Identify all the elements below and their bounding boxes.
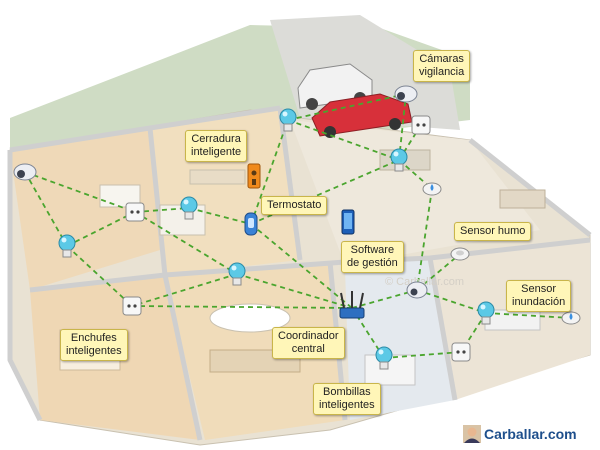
smart-bulb-icon [180, 196, 198, 220]
label-software: Software de gestión [341, 241, 404, 273]
network-link [188, 207, 252, 225]
smart-bulb-icon [390, 148, 408, 172]
network-link [250, 223, 353, 309]
smart-plug-icon [122, 296, 142, 316]
floor-left-wing [10, 128, 160, 290]
smart-bulb-icon [58, 234, 76, 258]
smart-plug-icon [451, 342, 471, 362]
flood-sensor-icon [561, 311, 581, 325]
label-flood-sensor: Sensor inundación [506, 280, 572, 312]
network-link [131, 273, 238, 307]
router-icon [339, 291, 365, 319]
network-link [287, 93, 407, 121]
network-link [287, 119, 400, 161]
network-link [383, 351, 462, 359]
brand-logo: Carballar.com [463, 424, 577, 444]
label-smart-bulbs: Bombillas inteligentes [313, 383, 381, 415]
label-smart-plugs: Enchufes inteligentes [60, 329, 128, 361]
smart-bulb-icon [228, 262, 246, 286]
network-link [66, 245, 133, 307]
camera-icon [406, 281, 428, 299]
thermostat-icon [244, 212, 258, 236]
flood-sensor-icon [422, 182, 442, 196]
smoke-sensor-icon [450, 247, 470, 261]
smart-plug-icon [411, 115, 431, 135]
car-red [311, 93, 413, 138]
smart-bulb-icon [279, 108, 297, 132]
network-link [250, 119, 289, 225]
label-smart-lock: Cerradura inteligente [185, 130, 248, 162]
smart-bulb-icon [375, 346, 393, 370]
smart-bulb-icon [477, 301, 495, 325]
tablet-icon [341, 209, 355, 235]
camera-icon [13, 163, 37, 181]
label-coordinator: Coordinador central [272, 327, 345, 359]
network-link [398, 124, 422, 161]
label-cameras: Cámaras vigilancia [413, 50, 471, 82]
label-thermostat: Termostato [261, 196, 328, 215]
brand-name: Carballar.com [484, 426, 577, 442]
bulb-group [58, 108, 495, 370]
camera-icon [394, 85, 418, 103]
watermark: © Carballar.com [385, 276, 464, 288]
network-link [24, 171, 136, 213]
network-link [416, 289, 487, 314]
smart-plug-icon [125, 202, 145, 222]
smart-lock-icon [247, 163, 261, 189]
network-link [351, 289, 418, 309]
network-link [66, 211, 136, 247]
network-link [416, 188, 433, 291]
network-link [236, 273, 353, 309]
network-link [134, 211, 238, 275]
network-link [131, 305, 353, 309]
avatar-icon [463, 425, 481, 443]
label-smoke-sensor: Sensor humo [454, 222, 532, 241]
